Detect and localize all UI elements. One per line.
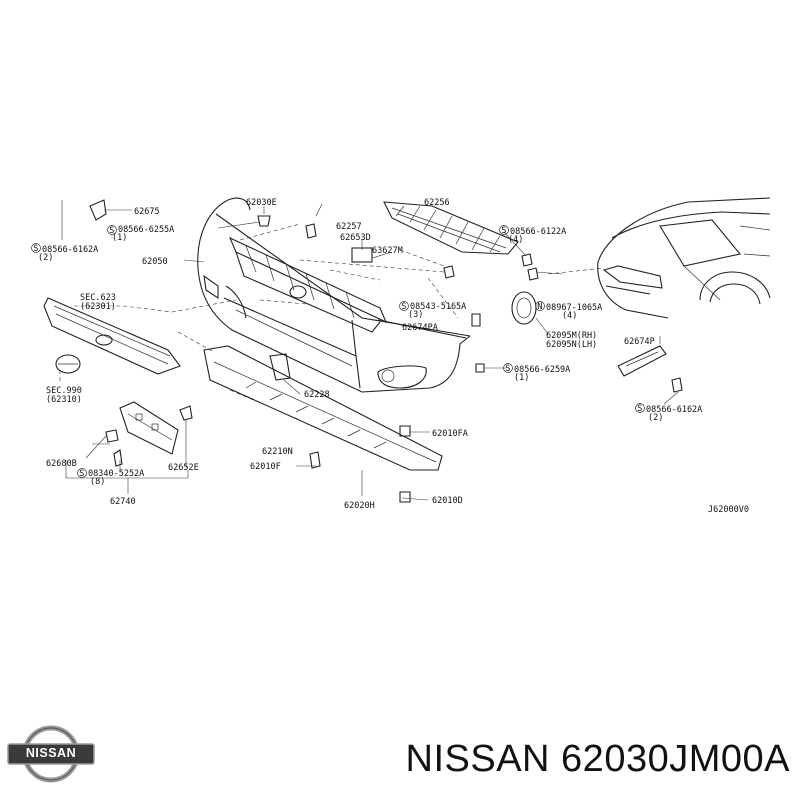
nissan-logo-icon xyxy=(7,725,95,783)
label-62210n: 62210N xyxy=(262,447,293,457)
label-08543-5165a-qty: (3) xyxy=(408,310,423,320)
label-08566-6259a-qty: (1) xyxy=(514,373,529,383)
lower-deflector xyxy=(203,345,443,471)
label-62652e: 62652E xyxy=(168,463,199,473)
car-outline xyxy=(597,197,771,319)
mesh-grille xyxy=(383,201,519,255)
label-62257: 62257 xyxy=(336,222,362,232)
svg-text:S: S xyxy=(401,302,406,312)
part-title: NISSAN 62030JM00A xyxy=(405,738,790,780)
label-62256: 62256 xyxy=(424,198,450,208)
bracket-62740 xyxy=(119,401,179,455)
label-62050: 62050 xyxy=(142,257,168,267)
label-08566-6122a-qty: (4) xyxy=(508,235,523,245)
nissan-logo-text: NISSAN xyxy=(25,746,77,760)
fasteners xyxy=(89,199,683,503)
label-62674p: 62674P xyxy=(624,337,655,347)
part-labels: 62675 62030E 62256 08566-6162A (2) 08566… xyxy=(38,198,749,515)
label-08566-6162a-right: 08566-6162A xyxy=(646,405,702,415)
label-08566-6259a: 08566-6259A xyxy=(514,365,570,375)
label-62740: 62740 xyxy=(110,497,136,507)
parts-diagram: S S S S N S S S 62675 62030E 62256 08566… xyxy=(31,197,771,515)
s-circle-icon: S xyxy=(635,403,645,414)
label-62010d: 62010D xyxy=(432,496,463,506)
fog-bezel xyxy=(511,291,537,325)
emblem-part xyxy=(55,354,81,374)
marker-circles: S S S S N S S S xyxy=(31,225,645,479)
s-circle-icon: S xyxy=(107,225,117,236)
label-62675: 62675 xyxy=(134,207,160,217)
label-62674pa: 62674PA xyxy=(402,323,438,333)
label-sec990-sub: (62310) xyxy=(46,395,82,405)
label-sec623: SEC.623 xyxy=(80,293,116,303)
label-08566-6162a-qty: (2) xyxy=(38,253,53,263)
label-08566-6162a: 08566-6162A xyxy=(42,245,98,255)
side-bracket-62674p xyxy=(617,345,667,377)
label-08340-5252a: 08340-5252A xyxy=(88,469,144,479)
svg-text:S: S xyxy=(505,364,510,374)
svg-text:N: N xyxy=(537,302,542,312)
svg-text:S: S xyxy=(109,226,114,236)
s-circle-icon: S xyxy=(503,363,513,374)
label-sec990: SEC.990 xyxy=(46,386,82,396)
label-sec623-sub: (62301) xyxy=(80,302,116,312)
s-circle-icon: S xyxy=(31,243,41,254)
label-62228: 62228 xyxy=(304,390,330,400)
label-62010fa: 62010FA xyxy=(432,429,468,439)
upper-grille xyxy=(43,297,181,375)
label-62653d: 62653D xyxy=(340,233,371,243)
s-circle-icon: S xyxy=(77,468,87,479)
label-62010f: 62010F xyxy=(250,462,281,472)
label-08566-6255a: 08566-6255A xyxy=(118,225,174,235)
label-62030e: 62030E xyxy=(246,198,277,208)
leader-lines xyxy=(59,200,679,501)
label-63627m: 63627M xyxy=(372,246,403,256)
svg-text:S: S xyxy=(33,244,38,254)
label-08566-6122a: 08566-6122A xyxy=(510,227,566,237)
grille-assembly xyxy=(228,236,388,333)
label-08543-5165a: 08543-5165A xyxy=(410,302,466,312)
s-circle-icon: S xyxy=(499,225,509,236)
label-62095n: 62095N(LH) xyxy=(546,340,597,350)
diagram-code: J62000V0 xyxy=(708,505,749,515)
label-62020h: 62020H xyxy=(344,501,375,511)
label-08566-6162a-right-qty: (2) xyxy=(648,413,663,423)
n-circle-icon: N xyxy=(535,301,545,312)
label-08967-1065a-qty: (4) xyxy=(562,311,577,321)
label-62095m: 62095M(RH) xyxy=(546,331,597,341)
s-circle-icon: S xyxy=(399,301,409,312)
label-62680b: 62680B xyxy=(46,459,77,469)
label-08566-6255a-qty: (1) xyxy=(112,233,127,243)
bumper-fascia xyxy=(197,197,471,393)
label-08340-5252a-qty: (8) xyxy=(90,477,105,487)
svg-text:S: S xyxy=(501,226,506,236)
label-08967-1065a: 08967-1065A xyxy=(546,303,602,313)
svg-text:S: S xyxy=(79,469,84,479)
svg-text:S: S xyxy=(637,404,642,414)
